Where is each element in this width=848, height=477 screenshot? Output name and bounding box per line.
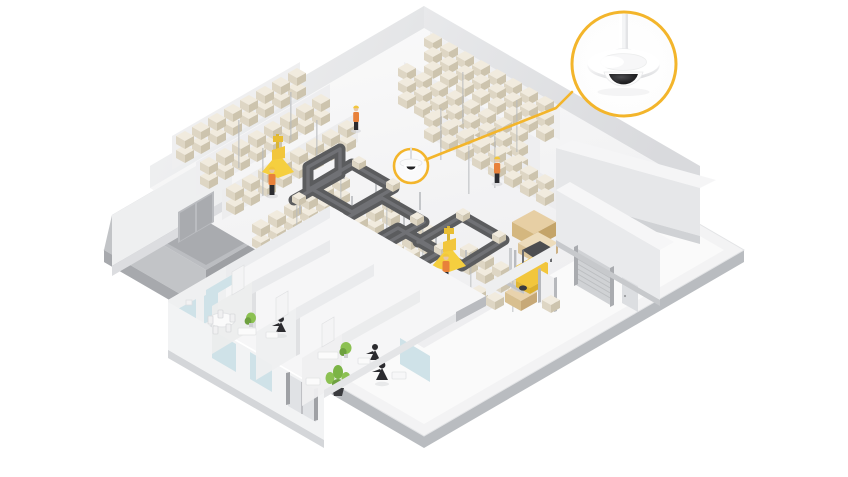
dock-wall-top [556, 140, 716, 188]
front-right-wall-face [486, 244, 556, 296]
pendant-pipe [619, 14, 628, 54]
office-door-3 [321, 316, 335, 348]
rack-row-1 [172, 62, 306, 170]
office-door-1 [231, 264, 245, 296]
desk-6 [391, 371, 407, 380]
worker-helmet [268, 166, 276, 170]
desk-2 [265, 331, 279, 339]
worker-at-racks-rear [351, 105, 361, 133]
dock-wall-cap [556, 182, 674, 250]
forklift-forks [505, 280, 524, 294]
rack-row-f1 [252, 172, 350, 251]
marker-camera-lens [406, 166, 416, 170]
door-handle-icon [623, 294, 627, 298]
desk-1 [237, 327, 257, 336]
interior-doorway [538, 268, 560, 313]
desk-5 [305, 377, 321, 386]
loading-dock [556, 182, 674, 312]
office-back-wall [226, 206, 330, 278]
rack-row-2 [196, 84, 330, 196]
desk-3 [317, 351, 339, 360]
warehouse-storage-racks-right [398, 32, 560, 212]
dock-exterior-wall [556, 190, 660, 300]
camera-marker[interactable] [392, 147, 430, 185]
leader-line [423, 90, 574, 162]
dock-wall-face [556, 148, 700, 236]
rack-uprights-right [440, 72, 518, 194]
plant-2 [339, 342, 352, 358]
office-doors [231, 264, 335, 348]
worker-vest [268, 174, 276, 185]
meeting-chairs [207, 309, 236, 335]
worker-legs [269, 184, 275, 195]
plant-1 [244, 312, 256, 327]
rack-row-r1 [424, 32, 560, 142]
warehouse-storage-racks-left [172, 62, 358, 220]
dock-apron [556, 240, 660, 306]
callout-leader [423, 90, 574, 162]
forklift-overhead-guard [522, 241, 552, 258]
front-right-wall-base [324, 296, 486, 398]
office-front-wall-face [168, 302, 324, 440]
rack-row-3 [222, 112, 358, 220]
window-pane-b [197, 194, 212, 231]
gantry-lift-center [432, 226, 466, 272]
worker-right-aisle [491, 156, 503, 187]
callout-ring[interactable] [570, 10, 678, 118]
camera-lens-dome [609, 74, 638, 85]
front-right-wall [324, 244, 556, 398]
forklift-mast [509, 248, 512, 280]
office-block [168, 206, 486, 448]
rack-row-r2 [398, 62, 540, 176]
whiteboard [206, 270, 240, 300]
marker-pendant-pole [410, 148, 412, 160]
wall-vent-panel [456, 296, 486, 322]
window-pane-a [180, 204, 195, 241]
office-meeting-room [185, 270, 240, 335]
camera-callout[interactable] [570, 10, 678, 118]
worker-inspecting-racks [266, 166, 278, 199]
back-wall-right [424, 6, 700, 188]
gantry-platform-center [432, 246, 466, 272]
lens-highlight [613, 76, 621, 84]
desk-4 [357, 357, 371, 365]
callout-contents [587, 14, 660, 96]
office-room-2 [237, 312, 287, 339]
office-door-2 [275, 290, 289, 322]
